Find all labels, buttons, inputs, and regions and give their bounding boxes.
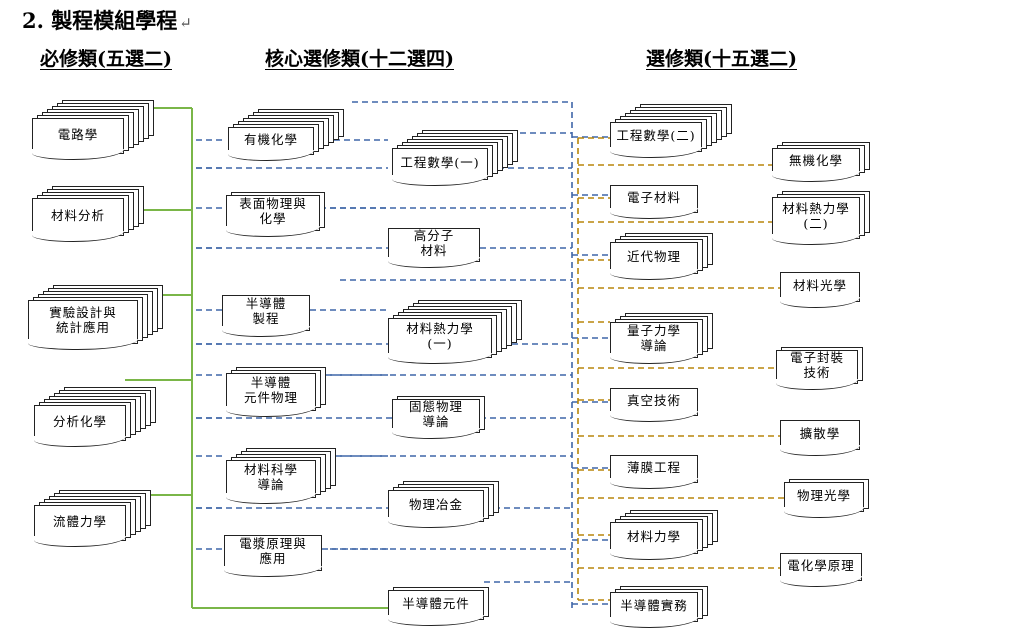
required-course-node: 材料分析 xyxy=(32,186,144,246)
course-label: 量子力學 導論 xyxy=(610,322,698,364)
core-course-node: 材料熱力學 (一) xyxy=(388,300,522,368)
course-label: 半導體元件 xyxy=(388,590,484,626)
elective-course-node: 材料光學 xyxy=(780,272,860,312)
course-label: 半導體實務 xyxy=(610,592,698,628)
page-title: 2. 製程模組學程↵ xyxy=(22,8,192,33)
core-course-node: 固態物理 導論 xyxy=(392,396,485,443)
core-course-node: 電漿原理與 應用 xyxy=(224,535,322,581)
course-label: 高分子 材料 xyxy=(388,228,480,268)
required-course-node: 分析化學 xyxy=(34,387,156,451)
required-course-node: 電路學 xyxy=(32,100,154,164)
course-label: 半導體 製程 xyxy=(222,295,310,337)
core-course-node: 物理冶金 xyxy=(388,481,499,532)
required-course-node: 流體力學 xyxy=(34,490,151,551)
elective-course-node: 無機化學 xyxy=(772,142,870,186)
course-label: 電漿原理與 應用 xyxy=(224,535,322,577)
elective-course-node: 材料熱力學 (二) xyxy=(772,191,870,249)
core-course-node: 有機化學 xyxy=(228,109,344,165)
elective-course-node: 量子力學 導論 xyxy=(610,313,713,368)
core-course-node: 材料科學 導論 xyxy=(226,448,336,508)
core-course-node: 工程數學(一) xyxy=(392,130,518,190)
core-course-node: 半導體 製程 xyxy=(222,295,310,341)
course-label: 有機化學 xyxy=(228,127,314,161)
elective-course-node: 工程數學(二) xyxy=(610,104,732,162)
course-label: 半導體 元件物理 xyxy=(226,373,316,417)
course-label: 材料分析 xyxy=(32,198,124,242)
course-label: 分析化學 xyxy=(34,405,126,447)
course-label: 流體力學 xyxy=(34,505,126,547)
course-label: 實驗設計與 統計應用 xyxy=(28,300,138,350)
core-course-node: 高分子 材料 xyxy=(388,228,480,272)
elective-course-node: 電化學原理 xyxy=(780,553,862,591)
elective-course-node: 擴散學 xyxy=(780,420,860,460)
course-label: 工程數學(一) xyxy=(392,148,488,186)
course-label: 近代物理 xyxy=(610,242,698,280)
core-course-node: 表面物理與 化學 xyxy=(226,192,325,241)
elective-course-node: 物理光學 xyxy=(784,479,869,522)
course-label: 材料光學 xyxy=(780,272,860,308)
course-label: 物理光學 xyxy=(784,482,864,518)
course-label: 表面物理與 化學 xyxy=(226,195,320,237)
category-elective: 選修類(十五選二) xyxy=(646,48,797,70)
elective-course-node: 近代物理 xyxy=(610,233,713,284)
course-label: 固態物理 導論 xyxy=(392,399,480,439)
elective-course-node: 電子材料 xyxy=(610,185,698,223)
category-required: 必修類(五選二) xyxy=(40,48,172,70)
course-label: 無機化學 xyxy=(772,148,860,182)
course-label: 電子材料 xyxy=(610,185,698,219)
required-course-node: 實驗設計與 統計應用 xyxy=(28,285,163,354)
course-label: 材料力學 xyxy=(610,522,698,560)
course-label: 電化學原理 xyxy=(780,553,862,587)
course-label: 材料科學 導論 xyxy=(226,460,316,504)
course-label: 材料熱力學 (二) xyxy=(772,197,860,245)
course-label: 工程數學(二) xyxy=(610,122,702,158)
course-label: 物理冶金 xyxy=(388,490,484,528)
elective-course-node: 材料力學 xyxy=(610,510,718,564)
course-label: 電路學 xyxy=(32,118,124,160)
category-core: 核心選修類(十二選四) xyxy=(265,48,454,70)
course-label: 薄膜工程 xyxy=(610,455,698,489)
course-label: 真空技術 xyxy=(610,388,698,422)
core-course-node: 半導體 元件物理 xyxy=(226,367,326,421)
return-arrow-icon: ↵ xyxy=(179,14,192,32)
core-course-node: 半導體元件 xyxy=(388,587,489,630)
course-label: 電子封裝 技術 xyxy=(776,350,858,390)
elective-course-node: 半導體實務 xyxy=(610,586,708,632)
elective-course-node: 真空技術 xyxy=(610,388,698,426)
course-label: 材料熱力學 (一) xyxy=(388,318,492,364)
course-label: 擴散學 xyxy=(780,420,860,456)
elective-course-node: 電子封裝 技術 xyxy=(776,347,863,394)
elective-course-node: 薄膜工程 xyxy=(610,455,698,493)
